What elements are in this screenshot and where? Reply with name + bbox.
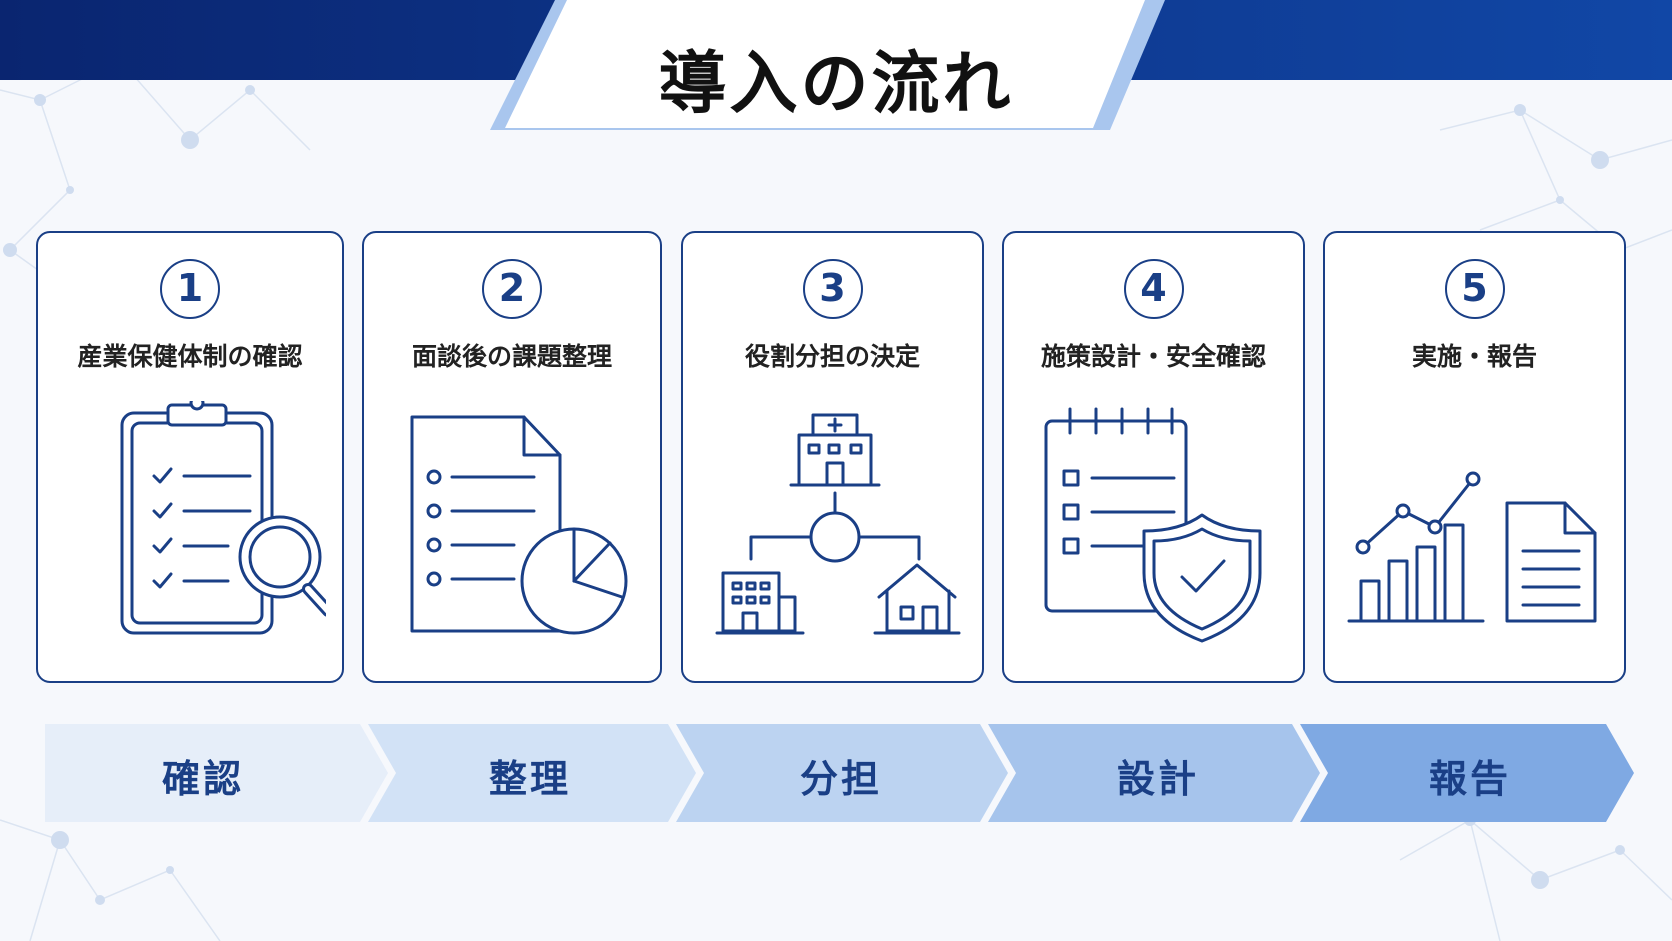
- step-card-3: 3 役割分担の決定: [681, 231, 984, 683]
- step-card-1: 1 産業保健体制の確認: [36, 231, 344, 683]
- page-title: 導入の流れ: [658, 45, 1014, 124]
- flow-label-3: 分担: [799, 757, 882, 801]
- flow-arrow-bar: [45, 724, 1634, 822]
- step-number-badge: 1: [160, 259, 220, 319]
- step-number-badge: 5: [1444, 259, 1505, 319]
- flow-label-4: 設計: [1116, 757, 1199, 801]
- clipboard-checklist-magnifier-icon: [120, 401, 326, 635]
- flow-arrow-4: [988, 724, 1320, 822]
- step-title: 役割分担の決定: [744, 342, 920, 371]
- flow-arrow-5: [1300, 724, 1634, 822]
- document-list-pie-chart-icon: [410, 415, 628, 635]
- step-number-badge: 2: [482, 259, 542, 319]
- header-band: [0, 0, 1672, 130]
- flow-label-1: 確認: [161, 757, 244, 801]
- step-card-5: 5 実施・報告: [1323, 231, 1626, 683]
- step-card-2: 2 面談後の課題整理: [362, 231, 662, 683]
- flow-label-5: 報告: [1428, 757, 1511, 801]
- step-title: 施策設計・安全確認: [1040, 342, 1266, 371]
- step-title: 実施・報告: [1411, 342, 1537, 371]
- flow-arrow-2: [368, 724, 696, 822]
- flow-arrow-3: [676, 724, 1008, 822]
- calendar-checklist-shield-icon: [1044, 407, 1262, 643]
- step-title: 産業保健体制の確認: [77, 342, 303, 371]
- bar-chart-report-icon: [1347, 471, 1597, 623]
- hospital-network-icon: [715, 413, 961, 635]
- step-title: 面談後の課題整理: [411, 342, 612, 371]
- flow-arrow-1: [45, 724, 388, 822]
- step-number-badge: 3: [802, 259, 863, 319]
- step-number-badge: 4: [1123, 259, 1184, 319]
- flow-label-2: 整理: [488, 757, 571, 801]
- step-card-4: 4 施策設計・安全確認: [1002, 231, 1305, 683]
